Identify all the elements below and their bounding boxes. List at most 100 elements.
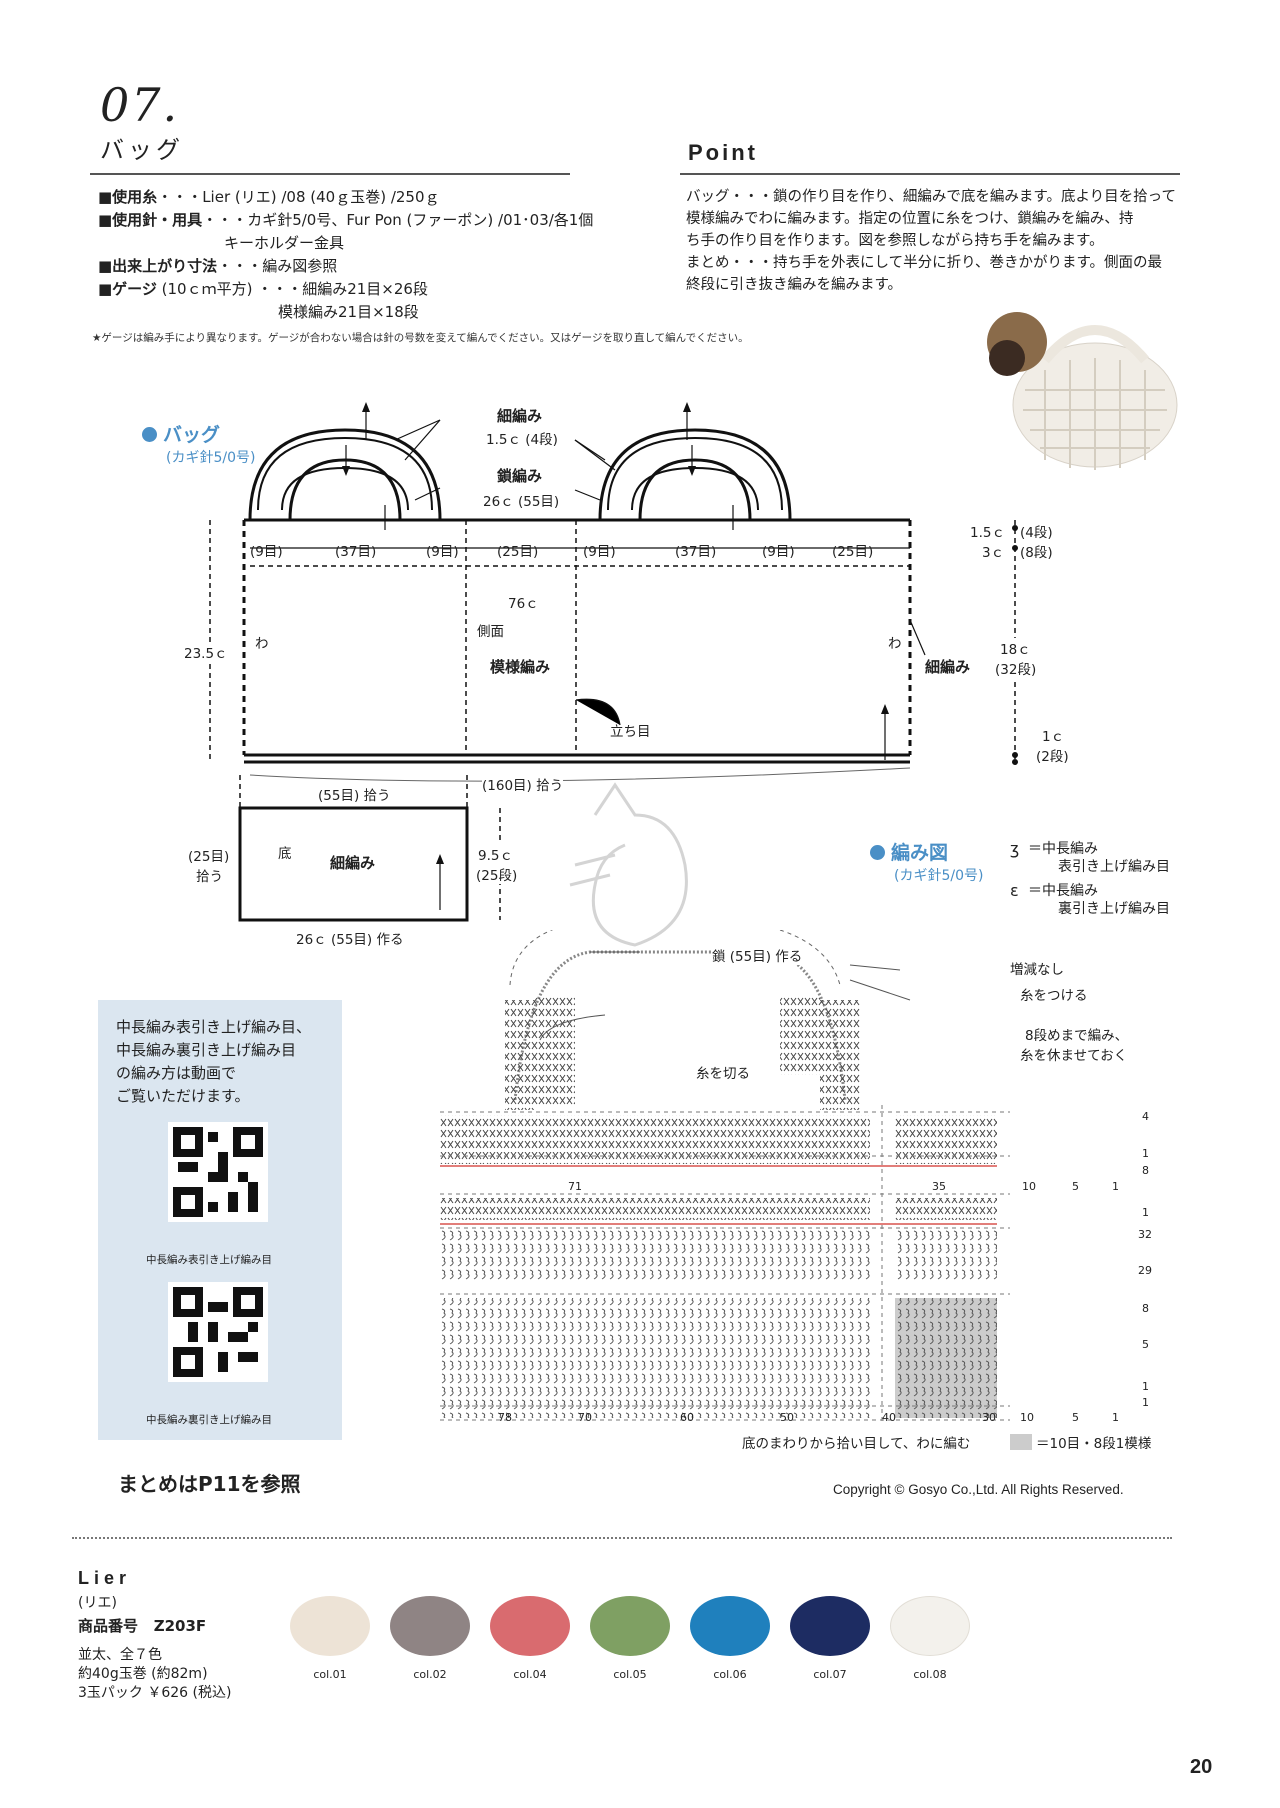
repeat-note: ＝10目・8段1模様	[1036, 1436, 1152, 1452]
col-1a: 1	[1112, 1180, 1119, 1193]
right-handle-cols	[780, 995, 820, 1075]
yarn-ball-icon	[290, 1596, 370, 1656]
base-left-2: 拾う	[196, 869, 223, 885]
footer-divider	[72, 1537, 1172, 1539]
row-label-1c: 1	[1142, 1380, 1149, 1393]
right-dim-2: (4段)	[1020, 525, 1053, 541]
left-handle-inner	[288, 458, 402, 521]
swatch-col08: col.08	[890, 1596, 970, 1681]
swatch-col02: col.02	[390, 1596, 470, 1681]
right-handle-outer	[598, 428, 792, 521]
right-dim-8: (2段)	[1036, 749, 1069, 765]
gauge-note: ★ゲージは編み手により異なります。ゲージが合わない場合は針の号数を変えて編んでく…	[92, 332, 749, 344]
right-dim-6: (32段)	[995, 658, 1037, 678]
page-number: 20	[1190, 1756, 1213, 1778]
col-78: 78	[498, 1411, 512, 1424]
top-count-3: (9目)	[426, 544, 459, 560]
legend: ʒ ＝中長編み表引き上げ編み目 ɛ ＝中長編み裏引き上げ編み目	[1010, 840, 1170, 918]
pattern-rows-lower-right	[895, 1298, 997, 1418]
right-dim-3: 3ｃ	[982, 545, 1005, 561]
sc-rows-top-right	[895, 1115, 997, 1151]
swatch-col06: col.06	[690, 1596, 770, 1681]
diagram2-title: 編み図	[891, 842, 949, 864]
row-label-8b: 8	[1142, 1302, 1149, 1315]
spec-size: ■出来上がり寸法・・・編み図参照	[98, 257, 338, 275]
base-top-label: (55目) 拾う	[318, 784, 391, 804]
bullet-icon	[142, 427, 157, 442]
col-30: 30	[982, 1411, 996, 1424]
video-info-text: 中長編み表引き上げ編み目、 中長編み裏引き上げ編み目 の編み方は動画で ご覧いた…	[116, 1018, 312, 1105]
rest-label-1: 8段めまで編み、	[1025, 1028, 1129, 1044]
yarn-info: 並太、全７色 約40g玉巻 (約82m) 3玉パック ￥626 (税込)	[78, 1647, 232, 1701]
right-dim-1: 1.5ｃ	[970, 525, 1005, 541]
pattern-rows-upper-right	[895, 1230, 997, 1282]
top-count-5: (9目)	[583, 544, 616, 560]
row-label-5: 5	[1142, 1338, 1149, 1351]
right-sc-label: 細編み	[925, 658, 971, 676]
repeat-swatch	[1010, 1434, 1032, 1450]
legend-item-back: ɛ ＝中長編み裏引き上げ編み目	[1010, 881, 1170, 918]
swatch-col04: col.04	[490, 1596, 570, 1681]
point-heading: Point	[688, 140, 758, 165]
base-sc-label: 細編み	[330, 854, 376, 872]
spec-gauge-extra: 模様編み21目×18段	[278, 303, 419, 321]
row-label-1b: 1	[1142, 1206, 1149, 1219]
pattern-number: 07.	[100, 78, 180, 132]
point-text: バッグ・・・鎖の作り目を作り、細編みで底を編みます。底より目を拾って 模様編みで…	[686, 189, 1176, 293]
row-label-1d: 1	[1142, 1396, 1149, 1409]
row-label-1a: 1	[1142, 1147, 1149, 1160]
left-rule	[90, 173, 570, 175]
yarn-ball-icon	[390, 1596, 470, 1656]
yarn-kana: (リエ)	[78, 1595, 117, 1611]
swatch-col07: col.07	[790, 1596, 870, 1681]
bag-photo	[987, 312, 1178, 470]
front-post-icon: ʒ	[1010, 839, 1020, 858]
qr-code-front[interactable]	[168, 1122, 268, 1222]
col-70: 70	[578, 1411, 592, 1424]
yarn-ball-icon	[590, 1596, 670, 1656]
repeat-legend: ＝10目・8段1模様	[1010, 1432, 1151, 1452]
rest-label-2: 糸を休ませておく	[1020, 1048, 1128, 1064]
bag-schematic	[209, 402, 1018, 922]
handle-chain-label: 鎖編み	[497, 467, 543, 485]
row-label-8a: 8	[1142, 1164, 1149, 1177]
right-dim-7: 1ｃ	[1042, 729, 1065, 745]
diagram1-subtitle: (カギ針5/0号)	[166, 450, 256, 466]
col-40: 40	[882, 1411, 896, 1424]
video-info-box: 中長編み表引き上げ編み目、 中長編み裏引き上げ編み目 の編み方は動画で ご覧いた…	[98, 1000, 342, 1440]
stitch-chart	[440, 930, 1010, 1425]
spec-hook-extra: キーホルダー金具	[224, 234, 345, 252]
pickup-label: (160目) 拾う	[482, 774, 564, 794]
qr-code-back[interactable]	[168, 1282, 268, 1382]
bullet-icon	[870, 845, 885, 860]
top-count-2: (37目)	[335, 544, 377, 560]
left-handle-cols-2	[505, 1000, 535, 1110]
attach-label: 糸をつける	[1020, 988, 1088, 1004]
spec-gauge: ■ゲージ (10ｃｍ平方) ・・・細編み21目×26段	[98, 280, 428, 298]
col-10b: 10	[1020, 1411, 1034, 1424]
spec-yarn: ■使用糸・・・Lier (リエ) /08 (40ｇ玉巻) /250ｇ	[98, 188, 440, 206]
bottom-note: 底のまわりから拾い目して、わに編む	[742, 1436, 971, 1452]
yarn-ball-icon	[790, 1596, 870, 1656]
diagram2-heading: 編み図 (カギ針5/0号)	[870, 838, 983, 885]
yarn-code: 商品番号 Z203F	[78, 1617, 207, 1635]
sc-rows-top	[440, 1115, 870, 1151]
handle-sc-dim: 1.5ｃ (4段)	[486, 432, 558, 448]
chain-label: 鎖 (55目) 作る	[712, 945, 803, 965]
color-swatches: col.01 col.02 col.04 col.05 col.06 col.0…	[290, 1596, 970, 1681]
handle-dashed-outline	[509, 930, 841, 986]
left-handle-outer	[248, 428, 442, 521]
col-1b: 1	[1112, 1411, 1119, 1424]
handle-chain-dim: 26ｃ (55目)	[483, 494, 560, 510]
right-handle-inner	[638, 458, 752, 521]
col-71: 71	[568, 1180, 582, 1193]
spec-hook: ■使用針・用具・・・カギ針5/0号、Fur Pon (ファーポン) /01･03…	[98, 211, 594, 229]
left-handle-cols	[535, 995, 575, 1105]
qr-caption-front: 中長編み表引き上げ編み目	[146, 1254, 272, 1266]
right-rule	[680, 173, 1180, 175]
tachi-label: 立ち目	[610, 724, 651, 740]
top-count-6: (37目)	[675, 544, 717, 560]
row-label-29: 29	[1138, 1264, 1152, 1277]
summary-note: まとめはP11を参照	[118, 1472, 301, 1496]
no-change-label: 増減なし	[1010, 962, 1064, 978]
